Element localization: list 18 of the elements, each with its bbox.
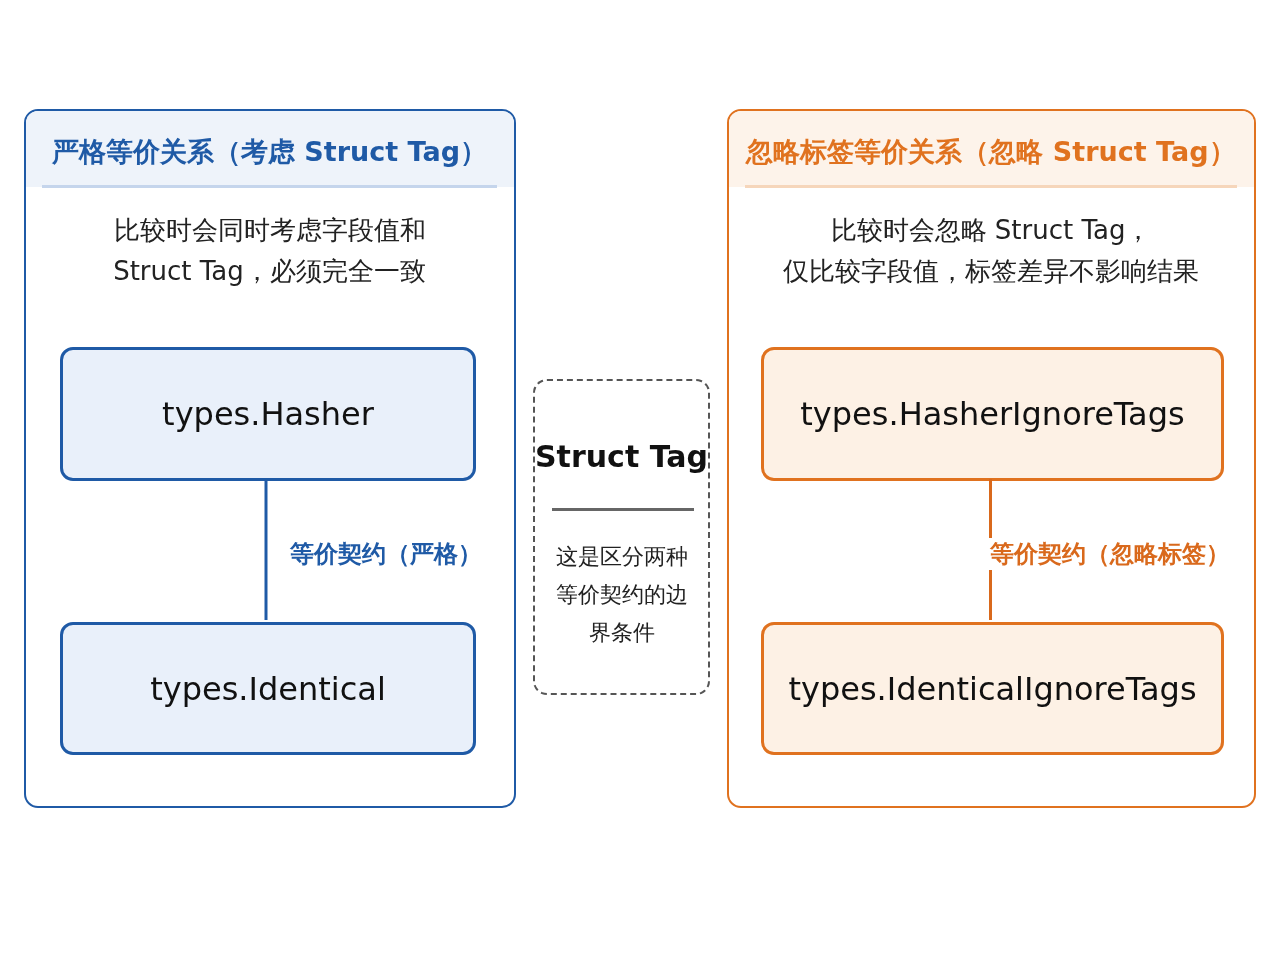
panel-title: 严格等价关系（考虑 Struct Tag） bbox=[50, 135, 489, 169]
group-panel bbox=[24, 109, 516, 808]
note-title: Struct Tag bbox=[535, 437, 708, 476]
box-label: types.IdenticalIgnoreTags bbox=[788, 669, 1197, 708]
group-panel bbox=[727, 109, 1256, 808]
note-text: 这是区分两种等价契约的边界条件 bbox=[555, 543, 689, 647]
panel-title: 忽略标签等价关系（忽略 Struct Tag） bbox=[744, 135, 1237, 169]
description-text: 比较时会同时考虑字段值和 Struct Tag，必须完全一致 bbox=[112, 214, 427, 288]
connector-line bbox=[264, 479, 268, 620]
box-label: types.Identical bbox=[150, 669, 386, 708]
note-box bbox=[533, 379, 710, 695]
box-label: types.HasherIgnoreTags bbox=[800, 395, 1185, 433]
process-box bbox=[60, 622, 476, 755]
process-box bbox=[761, 622, 1224, 755]
process-box bbox=[60, 347, 476, 481]
process-box bbox=[761, 347, 1224, 481]
description-text: 比较时会忽略 Struct Tag，仅比较字段值，标签差异不影响结果 bbox=[782, 214, 1200, 288]
box-label: types.Hasher bbox=[162, 395, 374, 433]
